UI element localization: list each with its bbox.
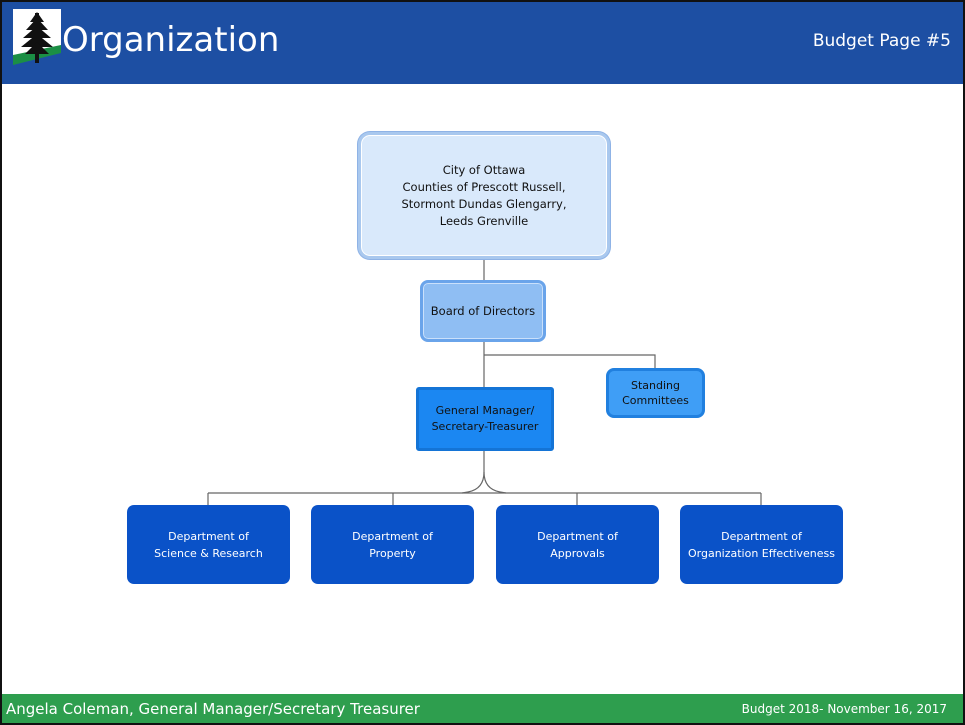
slide-title: Organization xyxy=(62,20,280,60)
connector-gm-right xyxy=(483,471,507,494)
department-label: Department of Property xyxy=(352,529,433,560)
department-label: Department of Organization Effectiveness xyxy=(687,529,835,560)
org-box-board-of-directors: Board of Directors xyxy=(420,280,546,342)
footer-presenter: Angela Coleman, General Manager/Secretar… xyxy=(6,700,420,718)
footer-bar: Angela Coleman, General Manager/Secretar… xyxy=(2,694,963,723)
budget-page-label: Budget Page #5 xyxy=(812,31,951,51)
org-box-department-science-research: Department of Science & Research xyxy=(127,505,290,584)
connector-gm-left xyxy=(461,451,485,494)
org-box-general-manager: General Manager/ Secretary-Treasurer xyxy=(416,387,554,451)
department-label: Department of Approvals xyxy=(537,529,618,560)
org-box-department-organization-effectiveness: Department of Organization Effectiveness xyxy=(680,505,843,584)
org-box-department-property: Department of Property xyxy=(311,505,474,584)
org-box-board-label: Board of Directors xyxy=(430,304,536,318)
org-box-municipalities-label: City of Ottawa Counties of Prescott Russ… xyxy=(401,162,567,228)
org-box-department-approvals: Department of Approvals xyxy=(496,505,659,584)
connector-board-committees xyxy=(484,354,656,368)
header-bar: Organization Budget Page #5 xyxy=(2,2,963,84)
org-box-standing-committees: Standing Committees xyxy=(606,368,705,418)
org-box-municipalities: City of Ottawa Counties of Prescott Russ… xyxy=(358,132,610,259)
org-box-standing-committees-label: Standing Committees xyxy=(622,379,689,407)
footer-date: Budget 2018- November 16, 2017 xyxy=(741,702,947,716)
department-label: Department of Science & Research xyxy=(154,529,263,560)
org-box-general-manager-label: General Manager/ Secretary-Treasurer xyxy=(431,404,539,433)
org-chart-connectors xyxy=(207,259,762,505)
conservation-authority-tree-logo-icon xyxy=(13,9,61,77)
